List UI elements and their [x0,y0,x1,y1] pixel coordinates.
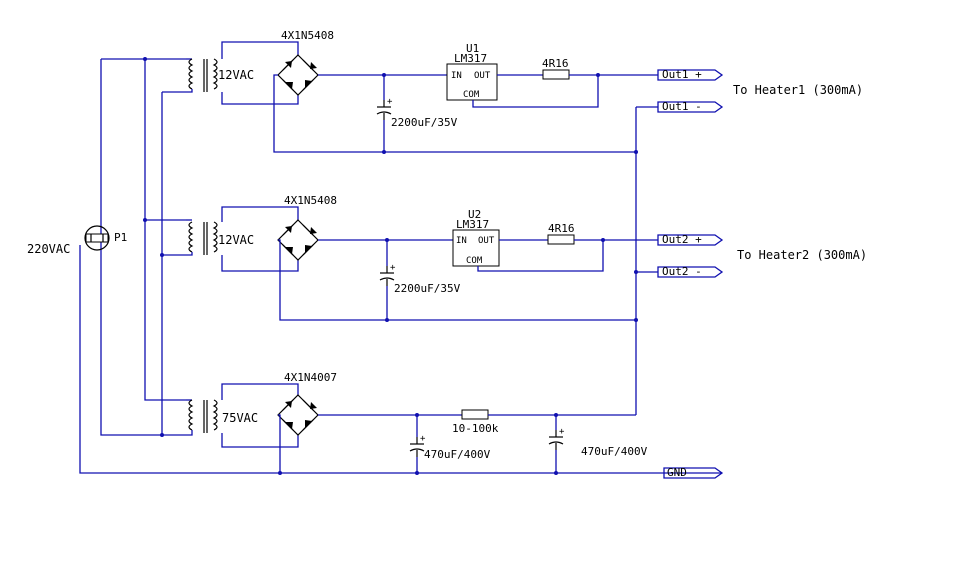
capacitor-1-label: 2200uF/35V [391,116,458,129]
regulator-2-ref: U2 [468,208,481,221]
regulator-1-pin-out: OUT [474,71,491,81]
connector-gnd: GND [663,466,724,479]
connector-out2-neg: Out2 - [657,265,724,278]
regulator-1-pin-in: IN [451,71,462,81]
bridge-1-label: 4X1N5408 [281,29,334,42]
resistor-1 [542,69,570,80]
regulator-2-pin-out: OUT [478,236,495,246]
bridge-rectifier-2 [277,219,319,261]
resistor-2-label: 4R16 [548,222,575,235]
heater2-destination: To Heater2 (300mA) [737,248,867,262]
mains-label: 220VAC [27,242,70,256]
regulator-1-ref: U1 [466,42,479,55]
svg-text:Out2 -: Out2 - [662,265,702,278]
resistor-2 [547,234,575,245]
transformer-1-voltage: 12VAC [218,68,254,82]
regulator-2-pin-in: IN [456,236,467,246]
connector-out1-pos: Out1 + [657,68,724,81]
transformer-2 [186,219,218,256]
bridge-2-label: 4X1N5408 [284,194,337,207]
bridge-3-label: 4X1N4007 [284,371,337,384]
capacitor-3-label: 470uF/400V [424,448,491,461]
regulator-2-pin-com: COM [466,256,483,266]
regulator-1-pin-com: COM [463,90,480,100]
transformer-3-voltage: 75VAC [222,411,258,425]
bridge-rectifier-1 [277,54,319,96]
regulator-2 [452,229,500,267]
resistor-3 [461,409,489,420]
connector-out1-neg: Out1 - [657,100,724,113]
regulator-1-part: LM317 [454,52,487,65]
mains-wiring [79,57,722,474]
capacitor-4 [548,426,566,451]
svg-text:Out1 +: Out1 + [662,68,702,81]
mains-plug [84,225,110,251]
capacitor-4-label: 470uF/400V [581,445,648,458]
bridge-rectifier-3 [277,394,319,436]
resistor-1-label: 4R16 [542,57,569,70]
connector-out2-pos: Out2 + [657,233,724,246]
svg-text:Out2 +: Out2 + [662,233,702,246]
plug-label: P1 [114,231,127,244]
svg-text:Out1 -: Out1 - [662,100,702,113]
transformer-2-voltage: 12VAC [218,233,254,247]
transformer-3 [186,399,218,436]
transformer-1 [186,58,218,93]
capacitor-2-label: 2200uF/35V [394,282,461,295]
regulator-2-part: LM317 [456,218,489,231]
svg-text:GND: GND [667,466,687,479]
resistor-3-label: 10-100k [452,422,499,435]
heater1-destination: To Heater1 (300mA) [733,83,863,97]
regulator-1 [446,63,498,101]
